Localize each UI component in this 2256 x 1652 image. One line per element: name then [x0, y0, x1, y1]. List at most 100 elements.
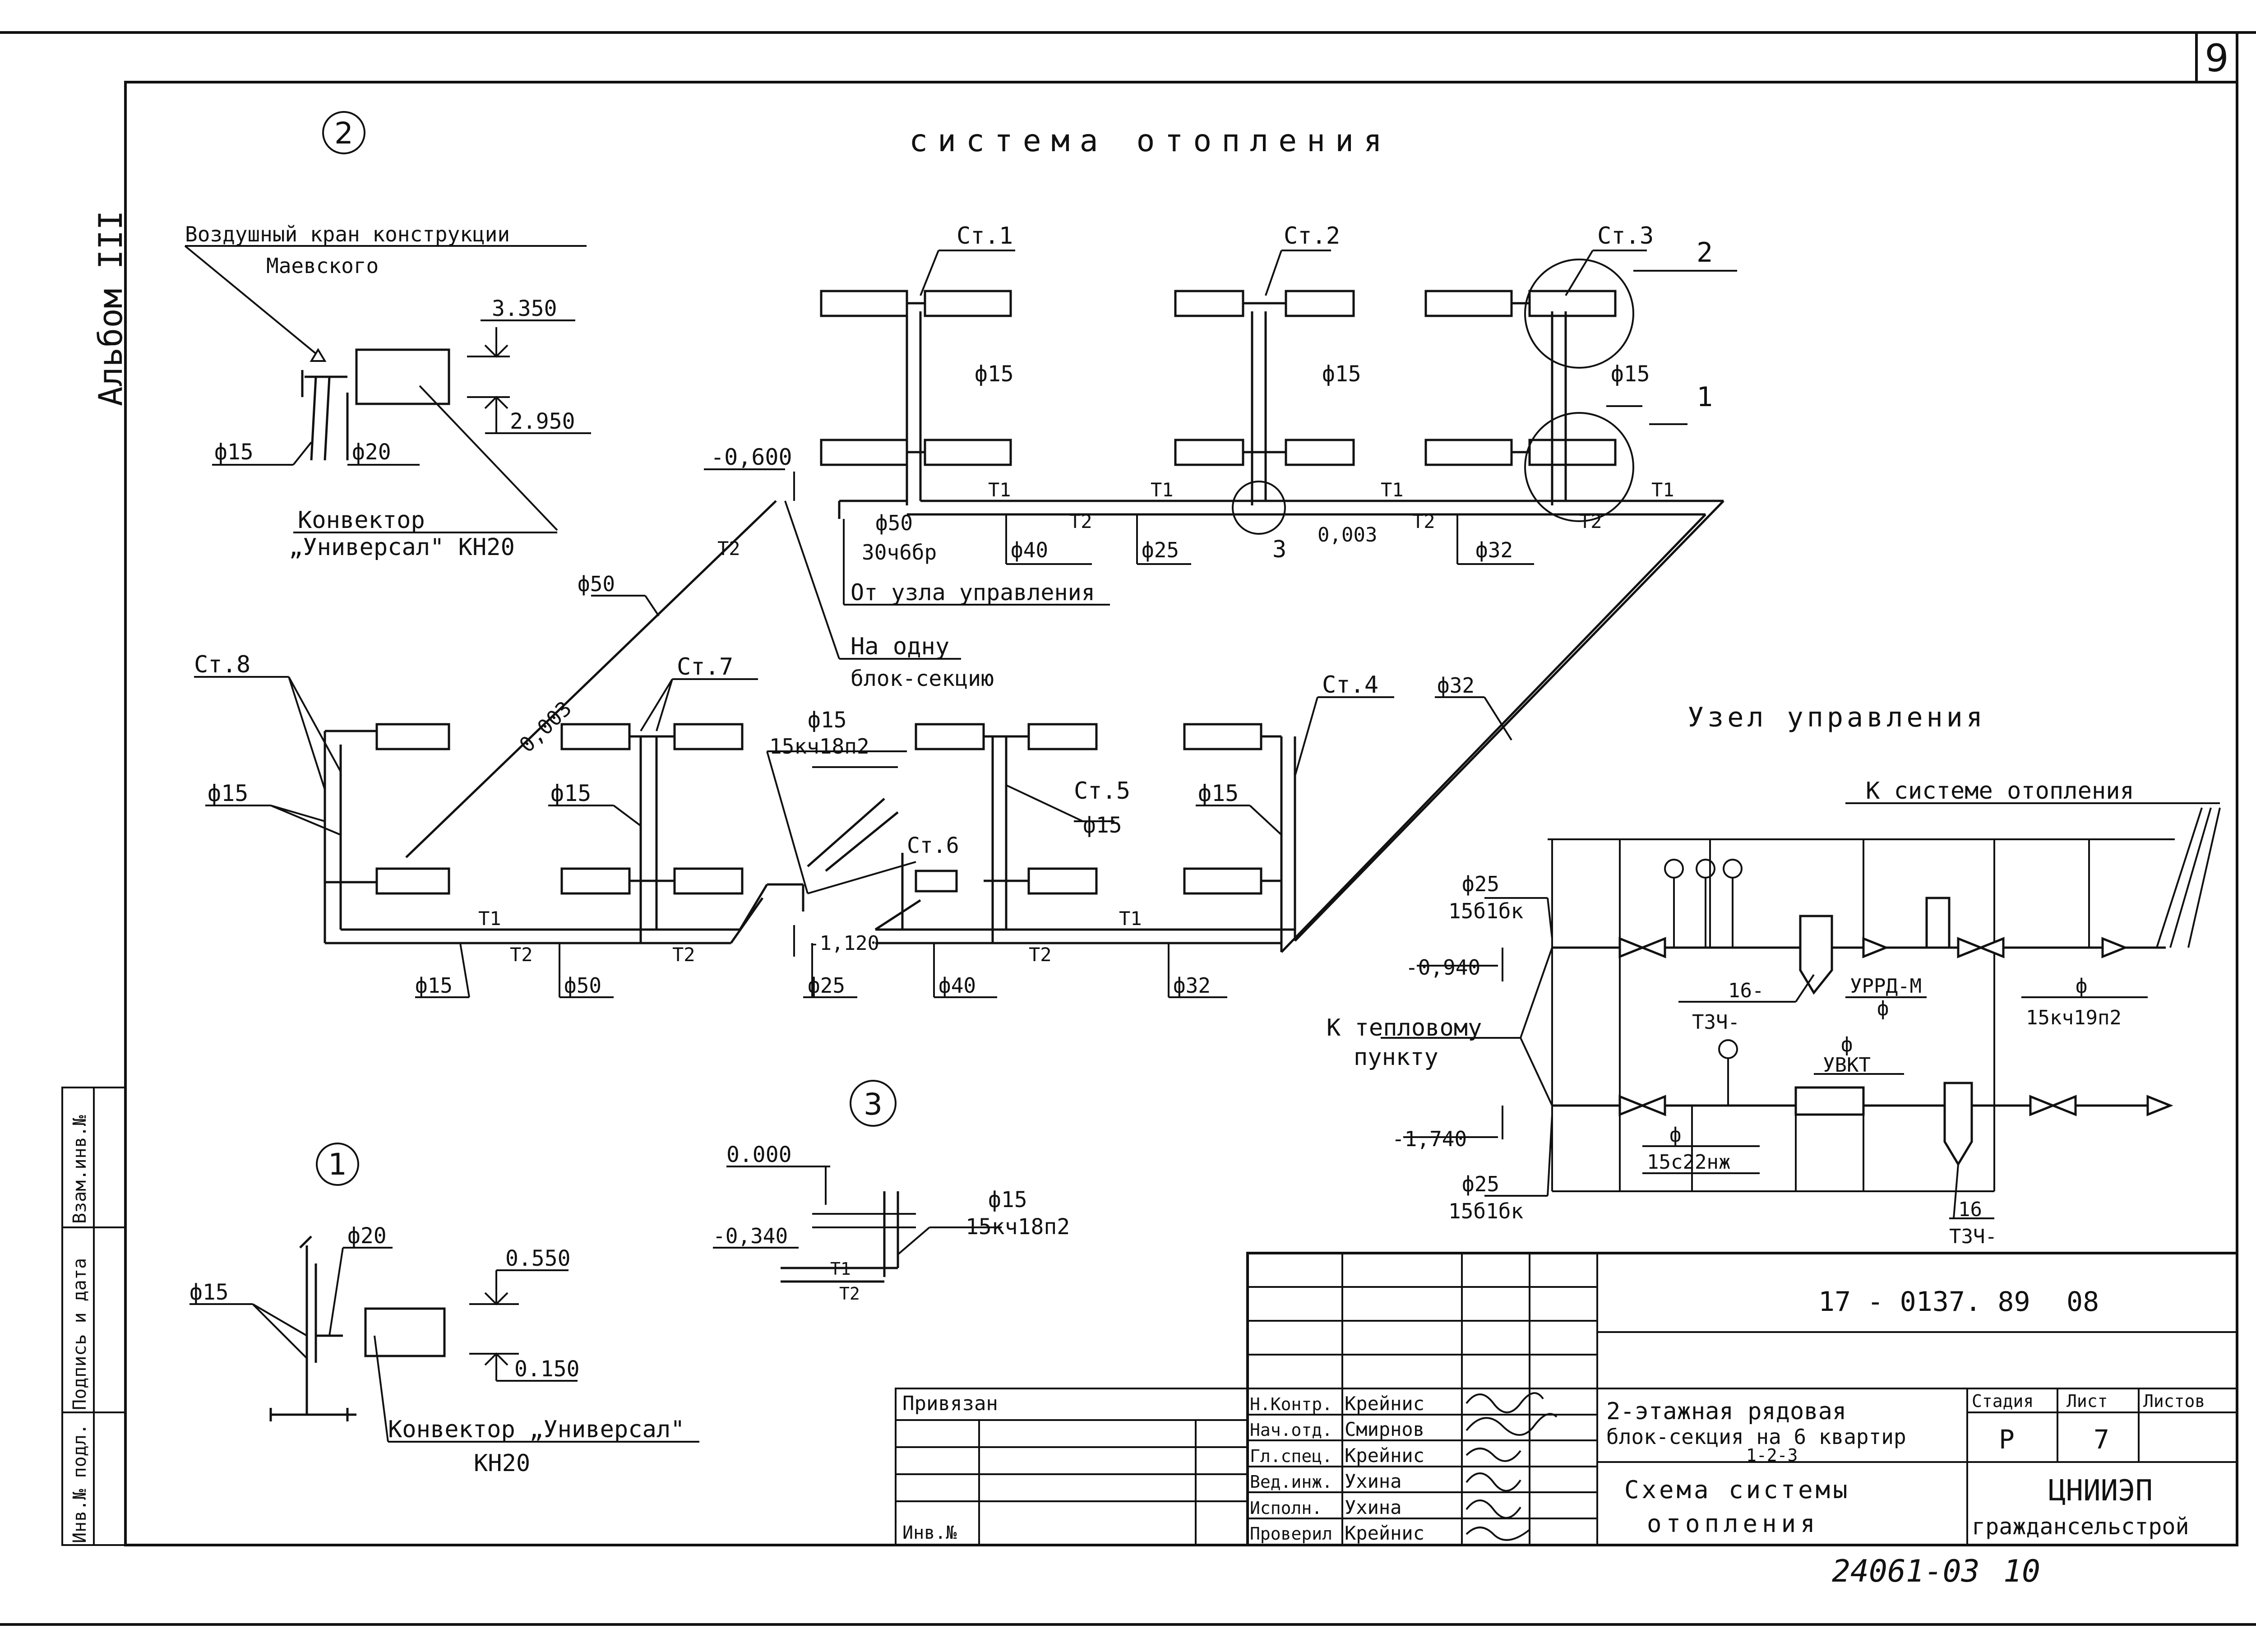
detail-2-elev-top: 3.350 — [492, 296, 557, 321]
stamp-name-6: Крейнис — [1345, 1522, 1424, 1544]
doc-code: 17 - 0137. 89 — [1818, 1286, 2030, 1318]
detail-1-elev-top: 0.550 — [505, 1246, 571, 1271]
sheet-title-2: отопления — [1647, 1509, 1820, 1538]
drawing-title: система отопления — [909, 123, 1392, 159]
detail-1-pipe-a: ф15 — [190, 1280, 229, 1305]
sheets-label: Листов — [2143, 1391, 2205, 1411]
cu-n16-lower: 16 — [1958, 1198, 1982, 1221]
project-variant: 1-2-3 — [1746, 1445, 1798, 1465]
stamp-role-4: Вед.инж. — [1250, 1472, 1332, 1492]
detail-3-t1: Т1 — [830, 1259, 851, 1279]
cu-valve-lower: 15б1бк — [1448, 1199, 1523, 1223]
detail-2-pipe-b: ф20 — [352, 440, 391, 465]
signatures — [1465, 1392, 1558, 1541]
stamp-role-6: Проверил — [1250, 1524, 1332, 1544]
control-unit-graphics — [1381, 802, 2221, 1219]
lower-d15-d: ф15 — [1198, 780, 1239, 806]
cu-urrd-phi: ф — [1877, 997, 1889, 1020]
upper-valve: 30ч6бр — [862, 540, 937, 565]
archive-number: 24061-03 — [1832, 1554, 1980, 1589]
stamp-name-2: Смирнов — [1345, 1418, 1424, 1440]
side-stamp-inv: Инв.№ подл. — [69, 1424, 90, 1543]
lower-riser-7: Ст.7 — [677, 653, 733, 680]
upper-t1-a: Т1 — [988, 479, 1011, 501]
upper-t1-d: Т1 — [1651, 479, 1674, 501]
sheet-label: Лист — [2066, 1391, 2108, 1411]
page-number: 9 — [2205, 36, 2228, 80]
cu-urrd: УРРД-М — [1850, 975, 1922, 998]
upper-d40: ф40 — [1011, 538, 1048, 562]
upper-t1-b: Т1 — [1151, 479, 1174, 501]
detail-2-valve-label-2: Маевского — [266, 254, 379, 278]
detail-3-elev-a: 0.000 — [726, 1142, 792, 1167]
detail-2-callout: 2 — [334, 116, 353, 151]
upper-d50: ф50 — [875, 511, 913, 535]
upper-one-block-2: блок-секцию — [851, 666, 994, 691]
upper-callout-3: 3 — [1272, 536, 1286, 563]
lower-d50: ф50 — [564, 973, 601, 998]
upper-d32: ф32 — [1475, 538, 1513, 562]
cu-uvkt: УВКТ — [1823, 1054, 1871, 1077]
cu-phi-valve: ф — [1669, 1124, 1682, 1147]
detail-3-t2: Т2 — [839, 1284, 860, 1304]
cu-title: Узел управления — [1687, 702, 1986, 733]
cu-uvkt-phi: ф — [1841, 1033, 1853, 1056]
detail-1-callout: 1 — [328, 1147, 347, 1182]
upper-callout-2: 2 — [1697, 237, 1713, 268]
upper-floor-scheme — [405, 250, 1737, 953]
upper-t1-c: Т1 — [1381, 479, 1404, 501]
cu-tz-upper: ТЗЧ- — [1692, 1011, 1740, 1034]
cu-elev-lower: -1,740 — [1392, 1127, 1467, 1151]
detail-3-pipe: ф15 — [988, 1187, 1027, 1212]
cu-d25-lower: ф25 — [1462, 1172, 1499, 1196]
org-name-2: граждансельстрой — [1972, 1513, 2189, 1540]
stamp-name-5: Ухина — [1345, 1496, 1401, 1518]
lower-elev: -1,120 — [808, 932, 879, 955]
upper-t2-b: Т2 — [1412, 510, 1435, 532]
lower-d15-a: ф15 — [208, 780, 248, 806]
upper-callout-1: 1 — [1697, 381, 1713, 413]
detail-3-elev-b: -0,340 — [713, 1224, 788, 1248]
upper-slope: 0,003 — [1318, 523, 1377, 546]
lower-d32: ф32 — [1173, 973, 1211, 998]
detail-1-pipe-b: ф20 — [347, 1223, 387, 1249]
stage-label: Стадия — [1972, 1391, 2034, 1411]
lower-t1-a: Т1 — [478, 907, 501, 930]
side-stamp-sign: Подпись и дата — [69, 1258, 90, 1410]
cu-to-heat-point-2: пункту — [1354, 1044, 1438, 1071]
cu-valve-15s22: 15с22нж — [1647, 1151, 1730, 1174]
stamp-name-1: Крейнис — [1345, 1393, 1424, 1415]
stamp-role-5: Исполн. — [1250, 1498, 1322, 1518]
sheet-title: Схема системы — [1624, 1476, 1850, 1504]
cu-n16-upper: 16- — [1728, 979, 1764, 1002]
upper-d15-c: ф15 — [1611, 361, 1650, 387]
detail-3-graphics — [713, 1080, 1002, 1283]
detail-2-valve-label: Воздушный кран конструкции — [185, 222, 510, 246]
stamp-role-3: Гл.спец. — [1250, 1446, 1332, 1466]
title-block — [895, 1252, 2238, 1546]
upper-one-block: На одну — [851, 633, 949, 660]
detail-1-conv-label: Конвектор „Универсал" — [388, 1416, 684, 1443]
lower-riser-6: Ст.6 — [907, 833, 959, 858]
upper-d50-diag: ф50 — [578, 572, 615, 596]
project-title: 2-этажная рядовая — [1606, 1398, 1846, 1425]
sheet-value: 7 — [2094, 1424, 2109, 1455]
lower-valve: 15кч18п2 — [769, 734, 869, 759]
upper-elev: -0,600 — [711, 444, 792, 470]
stage-value: Р — [1999, 1424, 2015, 1455]
lower-floor-scheme — [194, 676, 1512, 998]
stamp-bound: Привязан — [902, 1392, 998, 1415]
upper-t2-c: Т2 — [1579, 510, 1602, 532]
lower-d25: ф25 — [808, 973, 845, 998]
cu-to-system: К системе отопления — [1866, 777, 2134, 805]
detail-2-conv-label: Конвектор — [298, 507, 425, 534]
lower-d15-c: ф15 — [1083, 813, 1122, 838]
upper-t2-d: Т2 — [717, 537, 740, 560]
stamp-role-2: Нач.отд. — [1250, 1420, 1332, 1440]
detail-1-elev-bottom: 0.150 — [514, 1356, 580, 1382]
detail-2-conv-model: „Универсал" КН20 — [289, 534, 515, 561]
upper-d25: ф25 — [1142, 538, 1179, 562]
upper-riser-2: Ст.2 — [1284, 222, 1340, 250]
lower-d40: ф40 — [938, 973, 976, 998]
cu-elev-upper: -0,940 — [1405, 955, 1480, 980]
